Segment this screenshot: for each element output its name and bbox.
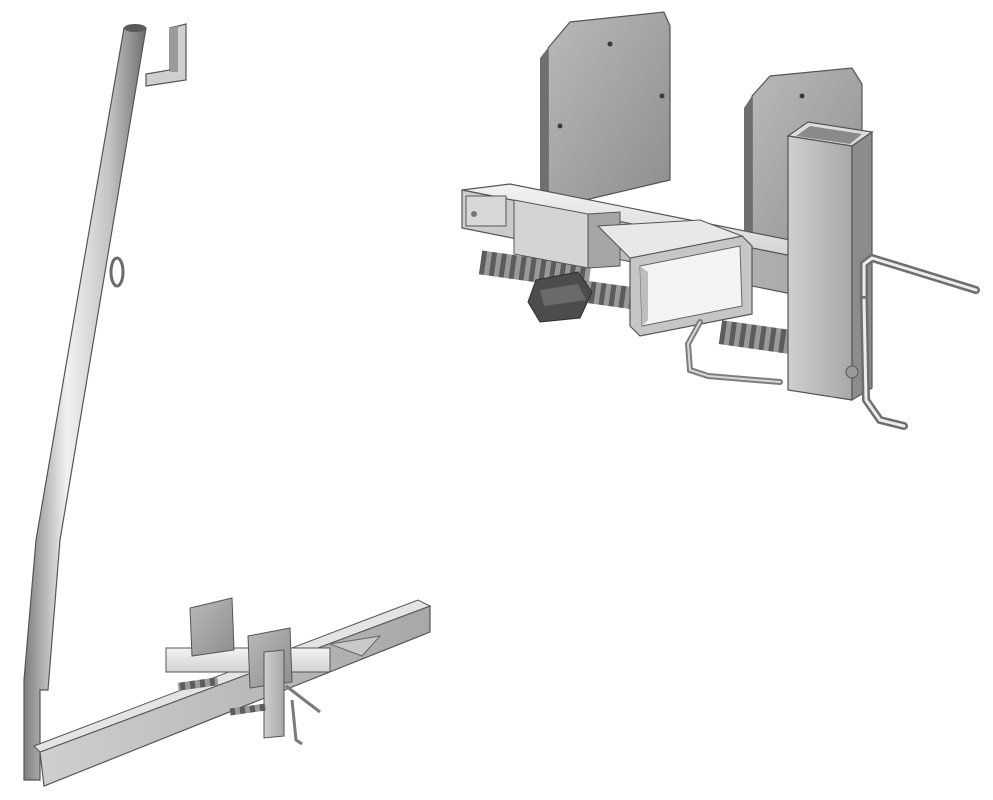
guardrail-post-illustration	[23, 23, 432, 787]
clamp-detail-illustration	[461, 11, 980, 430]
